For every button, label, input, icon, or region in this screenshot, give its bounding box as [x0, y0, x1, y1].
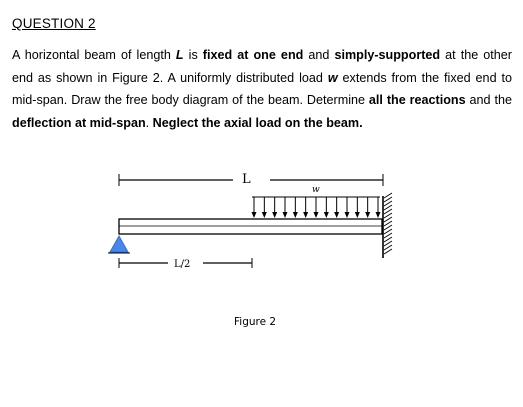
load-arrow-head — [354, 212, 360, 218]
wall-hatch-line — [383, 208, 393, 215]
wall-hatch-line — [383, 216, 393, 223]
wall-hatch-line — [383, 192, 393, 199]
wall-hatch-line — [383, 248, 393, 255]
wall-hatch-line — [383, 244, 393, 251]
question-body-run: and the — [465, 93, 512, 107]
length-label: L — [242, 172, 251, 187]
fixed-support-wall — [382, 192, 393, 258]
question-body-run: all the reactions — [368, 93, 466, 107]
wall-hatch-line — [383, 204, 393, 211]
question-body-run: L — [175, 48, 184, 62]
question-body: A horizontal beam of length L is fixed a… — [12, 44, 512, 134]
load-label: w — [312, 185, 320, 195]
question-body-run: fixed at one end — [202, 48, 304, 62]
wall-hatch-line — [383, 200, 393, 207]
wall-hatch-line — [383, 228, 393, 235]
load-arrow-head — [334, 212, 340, 218]
beam — [118, 218, 383, 235]
load-arrow-head — [313, 212, 319, 218]
half-span-label: L/2 — [174, 259, 190, 270]
load-arrow-head — [251, 212, 257, 218]
load-arrow-head — [303, 212, 309, 218]
question-body-run: is — [183, 48, 203, 62]
question-body-run: and — [303, 48, 335, 62]
distributed-load-arrows — [251, 197, 381, 218]
load-arrow-head — [323, 212, 329, 218]
load-arrow-head — [261, 212, 267, 218]
wall-hatch-line — [383, 212, 393, 219]
question-body-run: deflection at mid-span — [12, 115, 146, 130]
load-arrow-head — [375, 212, 381, 218]
wall-hatch-line — [383, 224, 393, 231]
load-arrow-head — [344, 212, 350, 218]
wall-hatch-line — [383, 236, 393, 243]
question-body-run: . — [145, 115, 153, 130]
pin-support-triangle — [109, 234, 129, 253]
load-arrow-head — [365, 212, 371, 218]
wall-hatch-line — [383, 196, 393, 203]
wall-hatch-line — [383, 220, 393, 227]
wall-hatch-line — [383, 240, 393, 247]
question-body-run: w — [327, 70, 338, 85]
question-body-run: extends from the fixed end to mid-span. … — [12, 70, 512, 108]
load-arrow-head — [282, 212, 288, 218]
question-body-run: Neglect the axial load on the beam. — [152, 115, 363, 130]
wall-hatch-line — [383, 232, 393, 239]
question-title: QUESTION 2 — [12, 16, 96, 31]
question-body-run: at the other end as shown in Figure 2. A… — [12, 48, 512, 85]
load-arrow-head — [292, 212, 298, 218]
question-body-run: A horizontal beam of length — [12, 48, 176, 62]
figure-caption: Figure 2 — [234, 316, 277, 328]
question-body-run: simply-supported — [334, 48, 441, 62]
load-arrow-head — [272, 212, 278, 218]
